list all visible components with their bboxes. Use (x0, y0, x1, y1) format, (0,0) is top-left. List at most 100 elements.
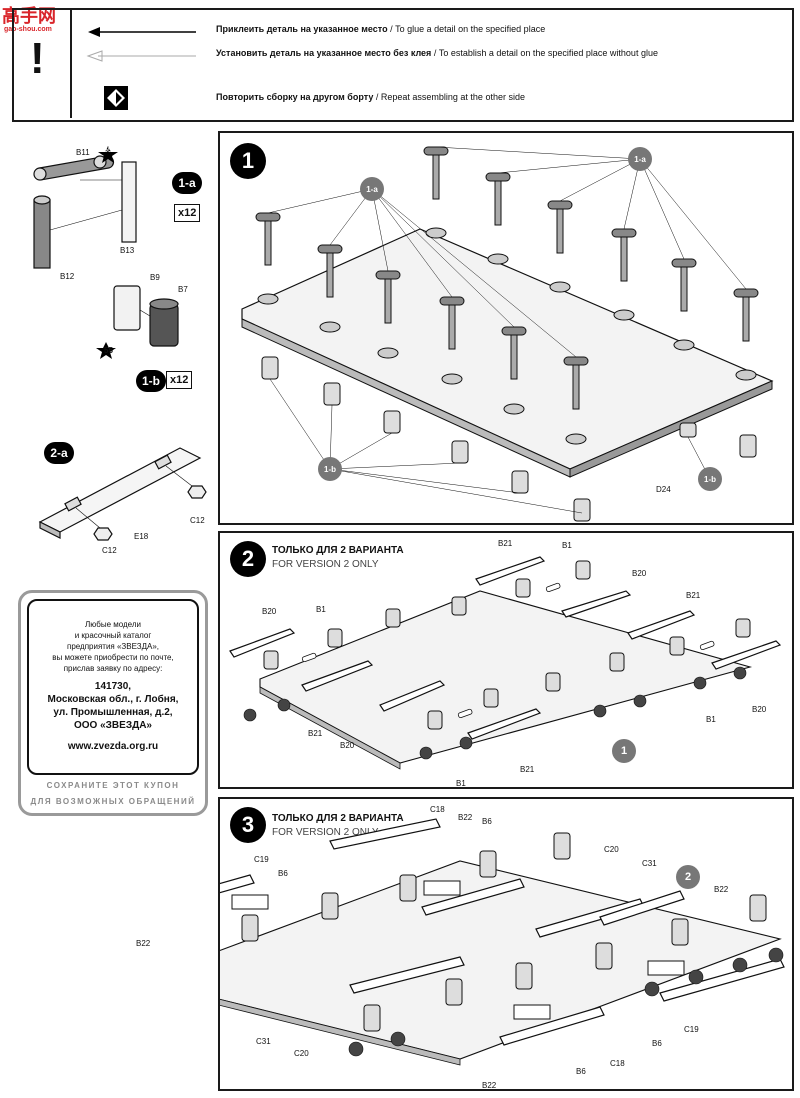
label-c12-right: C12 (190, 516, 205, 525)
coupon-inner: Любые модели и красочный каталог предпри… (27, 599, 199, 775)
label-b6-right: B6 (652, 1039, 662, 1048)
b7-cylinder (149, 303, 179, 347)
label-b12: B12 (60, 272, 75, 281)
coupon-footer-1: СОХРАНИТЕ ЭТОТ КУПОН (46, 781, 180, 790)
label-b20-mid: B20 (340, 741, 355, 750)
step-1-tag-1b-left: 1-b (318, 457, 342, 481)
label-b22-top: B22 (458, 813, 473, 822)
label-b22-left: B22 (136, 939, 151, 948)
label-e18: E18 (134, 532, 149, 541)
e18-plate (38, 447, 202, 533)
glue-55-star-icon (98, 146, 118, 163)
step-1-tag-1a-left: 1-a (360, 177, 384, 201)
subassembly-2a-drawing (38, 447, 207, 541)
label-55: 55 (104, 147, 112, 154)
label-55-b: 55 (104, 346, 113, 355)
subassembly-1b-qty: x12 (166, 371, 193, 389)
subassembly-1a-drawing (33, 146, 137, 269)
step-2-panel: 2 ТОЛЬКО ДЛЯ 2 ВАРИАНТА FOR VERSION 2 ON… (218, 531, 794, 789)
b9-housing (113, 285, 141, 331)
legend-noglue: Установить деталь на указанное место без… (216, 48, 658, 58)
coupon-line: предприятия «ЗВЕЗДА», (66, 642, 160, 651)
label-c19-left: C19 (254, 855, 269, 864)
label-d24: D24 (656, 485, 671, 494)
coupon-address: 141730, (94, 681, 132, 692)
step-1-tag-1a-right: 1-a (628, 147, 652, 171)
label-b21-top: B21 (498, 539, 513, 548)
label-b9: B9 (150, 273, 160, 282)
label-b1-top: B1 (562, 541, 572, 550)
step-1-tag-1b-right: 1-b (698, 467, 722, 491)
label-b21-left: B21 (308, 729, 323, 738)
subassembly-1b-drawing (96, 285, 179, 359)
step-3-title: ТОЛЬКО ДЛЯ 2 ВАРИАНТА (272, 813, 404, 824)
label-b21-right: B21 (686, 591, 701, 600)
label-b1-left: B1 (316, 605, 326, 614)
legend-divider (70, 10, 72, 118)
coupon-line: и красочный каталог (74, 631, 152, 640)
watermark-logo: 高手网 (2, 6, 56, 27)
label-b20-left: B20 (262, 607, 277, 616)
label-b6-top: B6 (482, 817, 492, 826)
subassembly-1a-qty: x12 (174, 204, 201, 222)
label-b6-bottom: B6 (576, 1067, 586, 1076)
label-b20-top: B20 (632, 569, 647, 578)
label-b1-right: B1 (706, 715, 716, 724)
subassembly-1b-badge: 1-b (136, 370, 166, 392)
label-b1-bottom: B1 (456, 779, 466, 788)
label-c20-left: C20 (294, 1049, 309, 1058)
repeat-side-icon (104, 86, 128, 110)
label-c20-top: C20 (604, 845, 619, 854)
c12-nut (187, 485, 207, 499)
label-c19-right: C19 (684, 1025, 699, 1034)
label-c18-top: C18 (430, 805, 445, 814)
step-1-drawing (241, 146, 774, 522)
coupon-footer-2: ДЛЯ ВОЗМОЖНЫХ ОБРАЩЕНИЙ (30, 797, 196, 806)
step-1-panel: 1 (218, 131, 794, 525)
step-2-ref-1: 1 (612, 739, 636, 763)
coupon-line: прислав заявку по адресу: (63, 664, 163, 673)
coupon-url[interactable]: www.zvezda.org.ru (67, 741, 159, 752)
subassembly-2a-badge: 2-a (44, 442, 74, 464)
legend-exclamation: ! (30, 34, 45, 83)
step-3-subtitle: FOR VERSION 2 ONLY (272, 827, 379, 838)
label-b22-right: B22 (714, 885, 729, 894)
label-b21-bottom: B21 (520, 765, 535, 774)
legend-glue: Приклеить деталь на указанное место / To… (216, 24, 546, 34)
glue-arrow-icon (88, 27, 196, 37)
coupon-address: ул. Промышленная, д.2, (53, 707, 173, 718)
coupon: Любые модели и красочный каталог предпри… (18, 590, 208, 816)
glue-55-star-icon (96, 342, 116, 359)
step-3-ref-2: 2 (676, 865, 700, 889)
step-1-number: 1 (230, 143, 266, 179)
label-b7: B7 (178, 285, 188, 294)
step-3-number: 3 (230, 807, 266, 843)
c12-nut (93, 527, 113, 541)
label-c18-bottom: C18 (610, 1059, 625, 1068)
step-3-drawing (220, 818, 785, 1066)
coupon-address: ООО «ЗВЕЗДА» (73, 720, 152, 731)
step-3-panel: 3 ТОЛЬКО ДЛЯ 2 ВАРИАНТА FOR VERSION 2 ON… (136, 797, 794, 1091)
label-b11: B11 (76, 148, 90, 157)
legend-icons (86, 27, 196, 110)
watermark-url: gao-shou.com (4, 26, 52, 33)
label-c12-left: C12 (102, 546, 117, 555)
legend-repeat: Повторить сборку на другом борту / Repea… (216, 92, 525, 102)
coupon-address: Московская обл., г. Лобня, (47, 694, 179, 705)
subassembly-1a-badge: 1-a (172, 172, 202, 194)
coupon-line: Любые модели (84, 620, 141, 629)
label-b22-bottom: B22 (482, 1081, 497, 1090)
legend-box: ! Приклеить деталь на указанное место / … (12, 8, 794, 122)
noglue-arrow-icon (86, 50, 196, 62)
coupon-line: вы можете приобрести по почте, (52, 653, 174, 662)
step-2-title: ТОЛЬКО ДЛЯ 2 ВАРИАНТА (272, 545, 404, 556)
label-c31-top: C31 (642, 859, 657, 868)
label-c31-left: C31 (256, 1037, 271, 1046)
label-b13: B13 (120, 246, 135, 255)
label-b6-left: B6 (278, 869, 288, 878)
label-b20-right: B20 (752, 705, 767, 714)
b13-bracket (121, 161, 137, 243)
step-2-subtitle: FOR VERSION 2 ONLY (272, 559, 379, 570)
b12-post (33, 199, 51, 269)
step-2-number: 2 (230, 541, 266, 577)
